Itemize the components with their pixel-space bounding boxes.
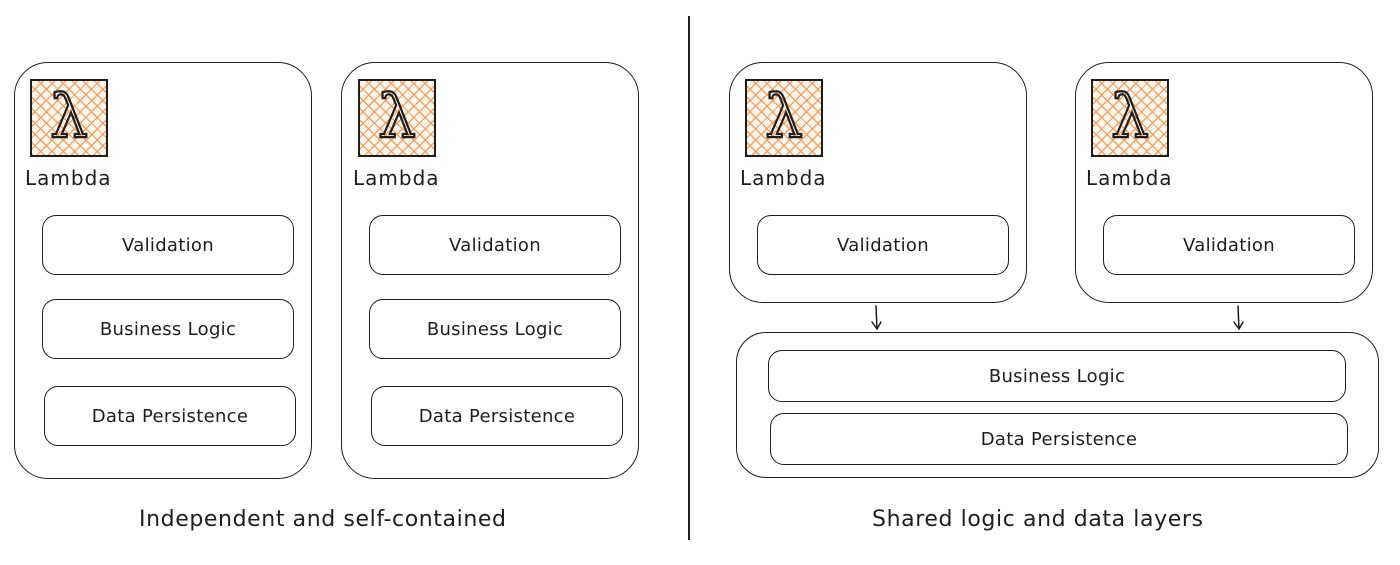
business-logic-layer: Business Logic [42,299,294,359]
business-logic-layer: Business Logic [369,299,621,359]
lambda-label: Lambda [740,166,827,190]
data-persistence-layer: Data Persistence [44,386,296,446]
right-panel-caption: Shared logic and data layers [872,507,1204,532]
validation-layer: Validation [42,215,294,275]
arrow-down-icon [871,305,882,331]
validation-layer: Validation [369,215,621,275]
lambda-label: Lambda [25,166,112,190]
lambda-function-container [1075,62,1373,303]
shared-layers-container [736,332,1379,478]
lambda-function-container [729,62,1027,303]
left-panel-caption: Independent and self-contained [139,507,507,532]
lambda-function-container [14,62,312,479]
aws-lambda-icon: λ [30,79,108,157]
lambda-function-container [341,62,639,479]
validation-layer: Validation [757,215,1009,275]
aws-lambda-icon: λ [1091,79,1169,157]
shared-business-logic-layer: Business Logic [768,350,1346,402]
panel-divider [688,16,690,540]
lambda-label: Lambda [353,166,440,190]
shared-data-persistence-layer: Data Persistence [770,413,1348,465]
arrow-down-icon [1233,305,1244,331]
validation-layer: Validation [1103,215,1355,275]
aws-lambda-icon: λ [745,79,823,157]
lambda-label: Lambda [1086,166,1173,190]
aws-lambda-icon: λ [358,79,436,157]
data-persistence-layer: Data Persistence [371,386,623,446]
